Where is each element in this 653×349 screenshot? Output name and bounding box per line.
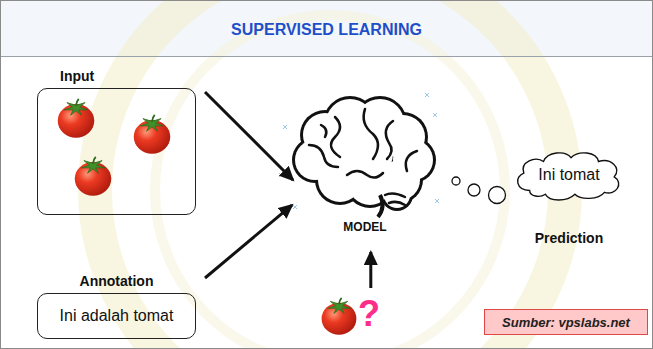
query-node: ? bbox=[318, 294, 384, 340]
model-node: MODEL bbox=[285, 95, 445, 240]
header-rule bbox=[0, 56, 653, 57]
source-box: Sumber: vpslabs.net bbox=[484, 309, 648, 335]
box-text: Sumber: vpslabs.net bbox=[502, 315, 630, 330]
flow-arrow bbox=[205, 92, 293, 180]
prediction-label: Prediction bbox=[535, 230, 603, 246]
watermark-ring bbox=[95, 0, 565, 349]
tomato-icon bbox=[322, 298, 357, 335]
watermark-ring bbox=[155, 15, 505, 349]
annotation-box: AnnotationIni adalah tomat bbox=[37, 293, 196, 339]
flow-arrow bbox=[369, 252, 372, 288]
brain-icon bbox=[279, 93, 439, 217]
model-label: MODEL bbox=[343, 220, 386, 234]
question-mark: ? bbox=[358, 296, 380, 332]
tomato-icon bbox=[58, 99, 95, 138]
box-text: Ini tomat bbox=[538, 166, 599, 184]
header-band bbox=[0, 0, 653, 56]
tomato-icon bbox=[134, 115, 171, 154]
input-box: Input bbox=[37, 88, 196, 215]
box-text: Ini adalah tomat bbox=[60, 307, 174, 325]
tomato-icon bbox=[75, 157, 112, 196]
flow-arrow bbox=[205, 205, 292, 278]
box-heading: Input bbox=[60, 68, 94, 84]
box-heading: Annotation bbox=[80, 273, 154, 289]
diagram-title: SUPERVISED LEARNING bbox=[0, 21, 653, 39]
thought-bubbles bbox=[452, 177, 506, 204]
prediction-cloud: Ini tomatPrediction bbox=[510, 148, 628, 202]
